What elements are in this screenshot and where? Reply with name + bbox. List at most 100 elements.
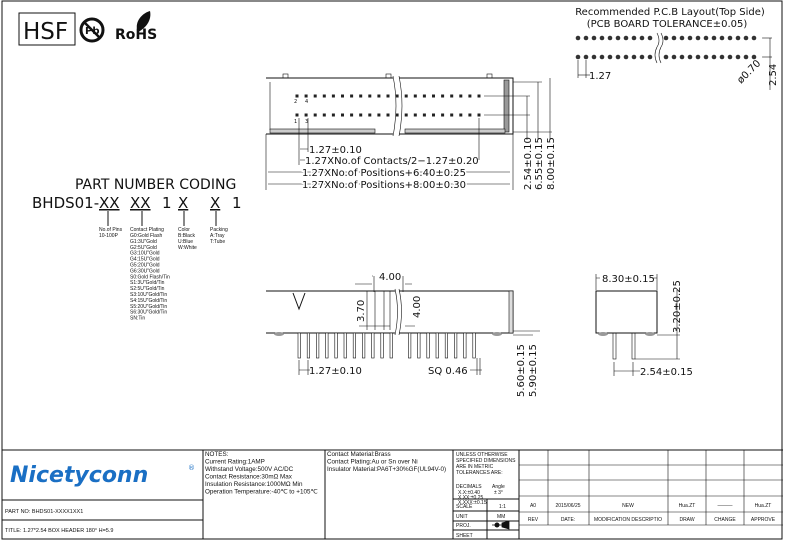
plating-option: G0:Gold Flash — [130, 233, 162, 239]
pin-pad — [441, 113, 445, 117]
pin — [334, 332, 338, 359]
pin-pad — [450, 113, 454, 117]
pin-pad — [386, 113, 390, 117]
pcb-hole — [623, 35, 629, 41]
unit-label: UNIT — [456, 514, 468, 520]
plating-option: G2:5U"Gold — [130, 245, 157, 251]
pin-pad — [413, 94, 417, 98]
code-pins: XX — [99, 194, 120, 212]
pin — [417, 332, 421, 359]
hsf-logo: HSF — [23, 19, 68, 45]
color-option: B:Black — [178, 233, 195, 239]
pin-pad — [368, 94, 372, 98]
revision-header: DATE: — [561, 517, 575, 523]
pin-pad — [304, 113, 308, 117]
pin — [463, 332, 467, 359]
angle-value: ± 3° — [494, 490, 503, 496]
pcb-hole — [695, 54, 701, 60]
tolerance-note: UNLESS OTHERWISE — [456, 452, 508, 458]
packing-option: A:Tray — [210, 233, 225, 239]
pin-pad — [350, 113, 354, 117]
title-block: Nicetyconn ® PART NO: BHDS01-XXXX1XX1 TI… — [2, 449, 783, 539]
color-option: U:Blue — [178, 239, 193, 245]
pcb-holes — [575, 35, 757, 60]
plating-option: G1:3U"Gold — [130, 239, 157, 245]
pcb-layout: Recommended P.C.B Layout(Top Side) (PCB … — [575, 7, 779, 90]
proj-label: PROJ. — [456, 523, 471, 529]
pin-label: 3 — [305, 119, 308, 125]
pcb-hole — [679, 35, 685, 41]
pcb-layout-title: Recommended P.C.B Layout(Top Side) — [575, 7, 765, 18]
pin-pad — [432, 94, 435, 98]
pcb-hole — [711, 54, 717, 60]
brand-logo: Nicetyconn — [10, 463, 148, 488]
projection-symbol-icon — [492, 520, 510, 530]
pcb-hole — [663, 35, 669, 41]
plating-option: S3:10U"Gold/Tin — [130, 292, 167, 298]
pin — [454, 332, 458, 359]
pin — [408, 332, 412, 359]
pin — [306, 332, 311, 359]
pin-pad — [404, 94, 408, 98]
decimal-tolerance: X.XX:±0.25 — [458, 495, 483, 501]
pin — [389, 332, 393, 359]
decimals-label: DECIMALS — [456, 484, 482, 490]
plating-option: S6:30U"Gold/Tin — [130, 310, 167, 316]
revision-header: APPROVE — [751, 517, 776, 523]
pcb-pitch-dim: 1.27 — [589, 71, 611, 82]
pin-pad — [468, 94, 472, 98]
pcb-hole — [663, 54, 669, 60]
revision-change: ——— — [718, 503, 733, 509]
part-no: PART NO: BHDS01-XXXX1XX1 — [5, 509, 83, 515]
unit-value: MM — [497, 514, 505, 520]
scale-label: SCALE — [456, 504, 473, 510]
material-line: Contact Material:Brass — [327, 451, 391, 458]
pin-pad — [413, 113, 417, 117]
revision-description: NEW — [622, 503, 634, 509]
pcb-hole — [599, 35, 605, 41]
pcb-hole — [743, 35, 749, 41]
pcb-hole — [607, 54, 613, 60]
brand-registered: ® — [188, 464, 195, 472]
pin-pad — [341, 94, 344, 98]
side-height-dim: 3.20±0.25 — [672, 280, 683, 333]
side-view: 8.30±0.15 3.20±0.25 2.54±0.15 — [595, 274, 693, 378]
pcb-hole — [639, 35, 645, 41]
color-title: Color — [178, 227, 190, 233]
pcb-hole — [583, 54, 589, 60]
hsf-logo-box — [18, 12, 76, 46]
packing-option: T:Tube — [210, 239, 225, 245]
pin — [316, 332, 320, 359]
material-line: Contact Plating:Au or Sn over Ni — [327, 459, 418, 466]
pin-pad — [331, 94, 335, 98]
plating-option: S4:15U"Gold/Tin — [130, 298, 167, 304]
pin — [352, 332, 357, 359]
pcb-hole — [671, 54, 677, 60]
angle-label: Angle — [492, 484, 505, 490]
pin-pad — [359, 113, 363, 117]
top-positions-dim-1: 1.27XNo.of Positions+6.40±0.25 — [302, 168, 466, 179]
note-line: NOTES: — [205, 451, 229, 458]
pin-pad — [295, 94, 299, 98]
pin — [435, 332, 439, 359]
pcb-hole — [647, 54, 653, 60]
plating-option: G3:10U"Gold — [130, 251, 160, 257]
front-view-pins — [297, 332, 476, 359]
pin-pad — [322, 113, 326, 117]
pin — [343, 332, 347, 359]
pcb-hole — [751, 35, 757, 41]
code-color: X — [178, 194, 188, 212]
pins-title: No.of Pins — [99, 227, 123, 233]
pin-pad — [422, 113, 426, 117]
drawing-title: TITLE: 1.27*2.54 BOX HEADER 180° H=5.9 — [5, 528, 113, 534]
note-line: Contact Resistance:30mΩ Max — [205, 474, 293, 481]
pin-pad — [432, 113, 435, 117]
pin-pad — [322, 94, 326, 98]
code-fixed-2: 1 — [232, 194, 242, 212]
revision-header: MODIFICATION DESCRIPTIO — [594, 517, 662, 523]
top-outer-dim: 8.00±0.15 — [546, 137, 557, 190]
plating-title: Contact Plating — [130, 227, 164, 233]
front-left-dim: 3.70 — [356, 300, 367, 322]
pin-pad — [477, 113, 481, 117]
